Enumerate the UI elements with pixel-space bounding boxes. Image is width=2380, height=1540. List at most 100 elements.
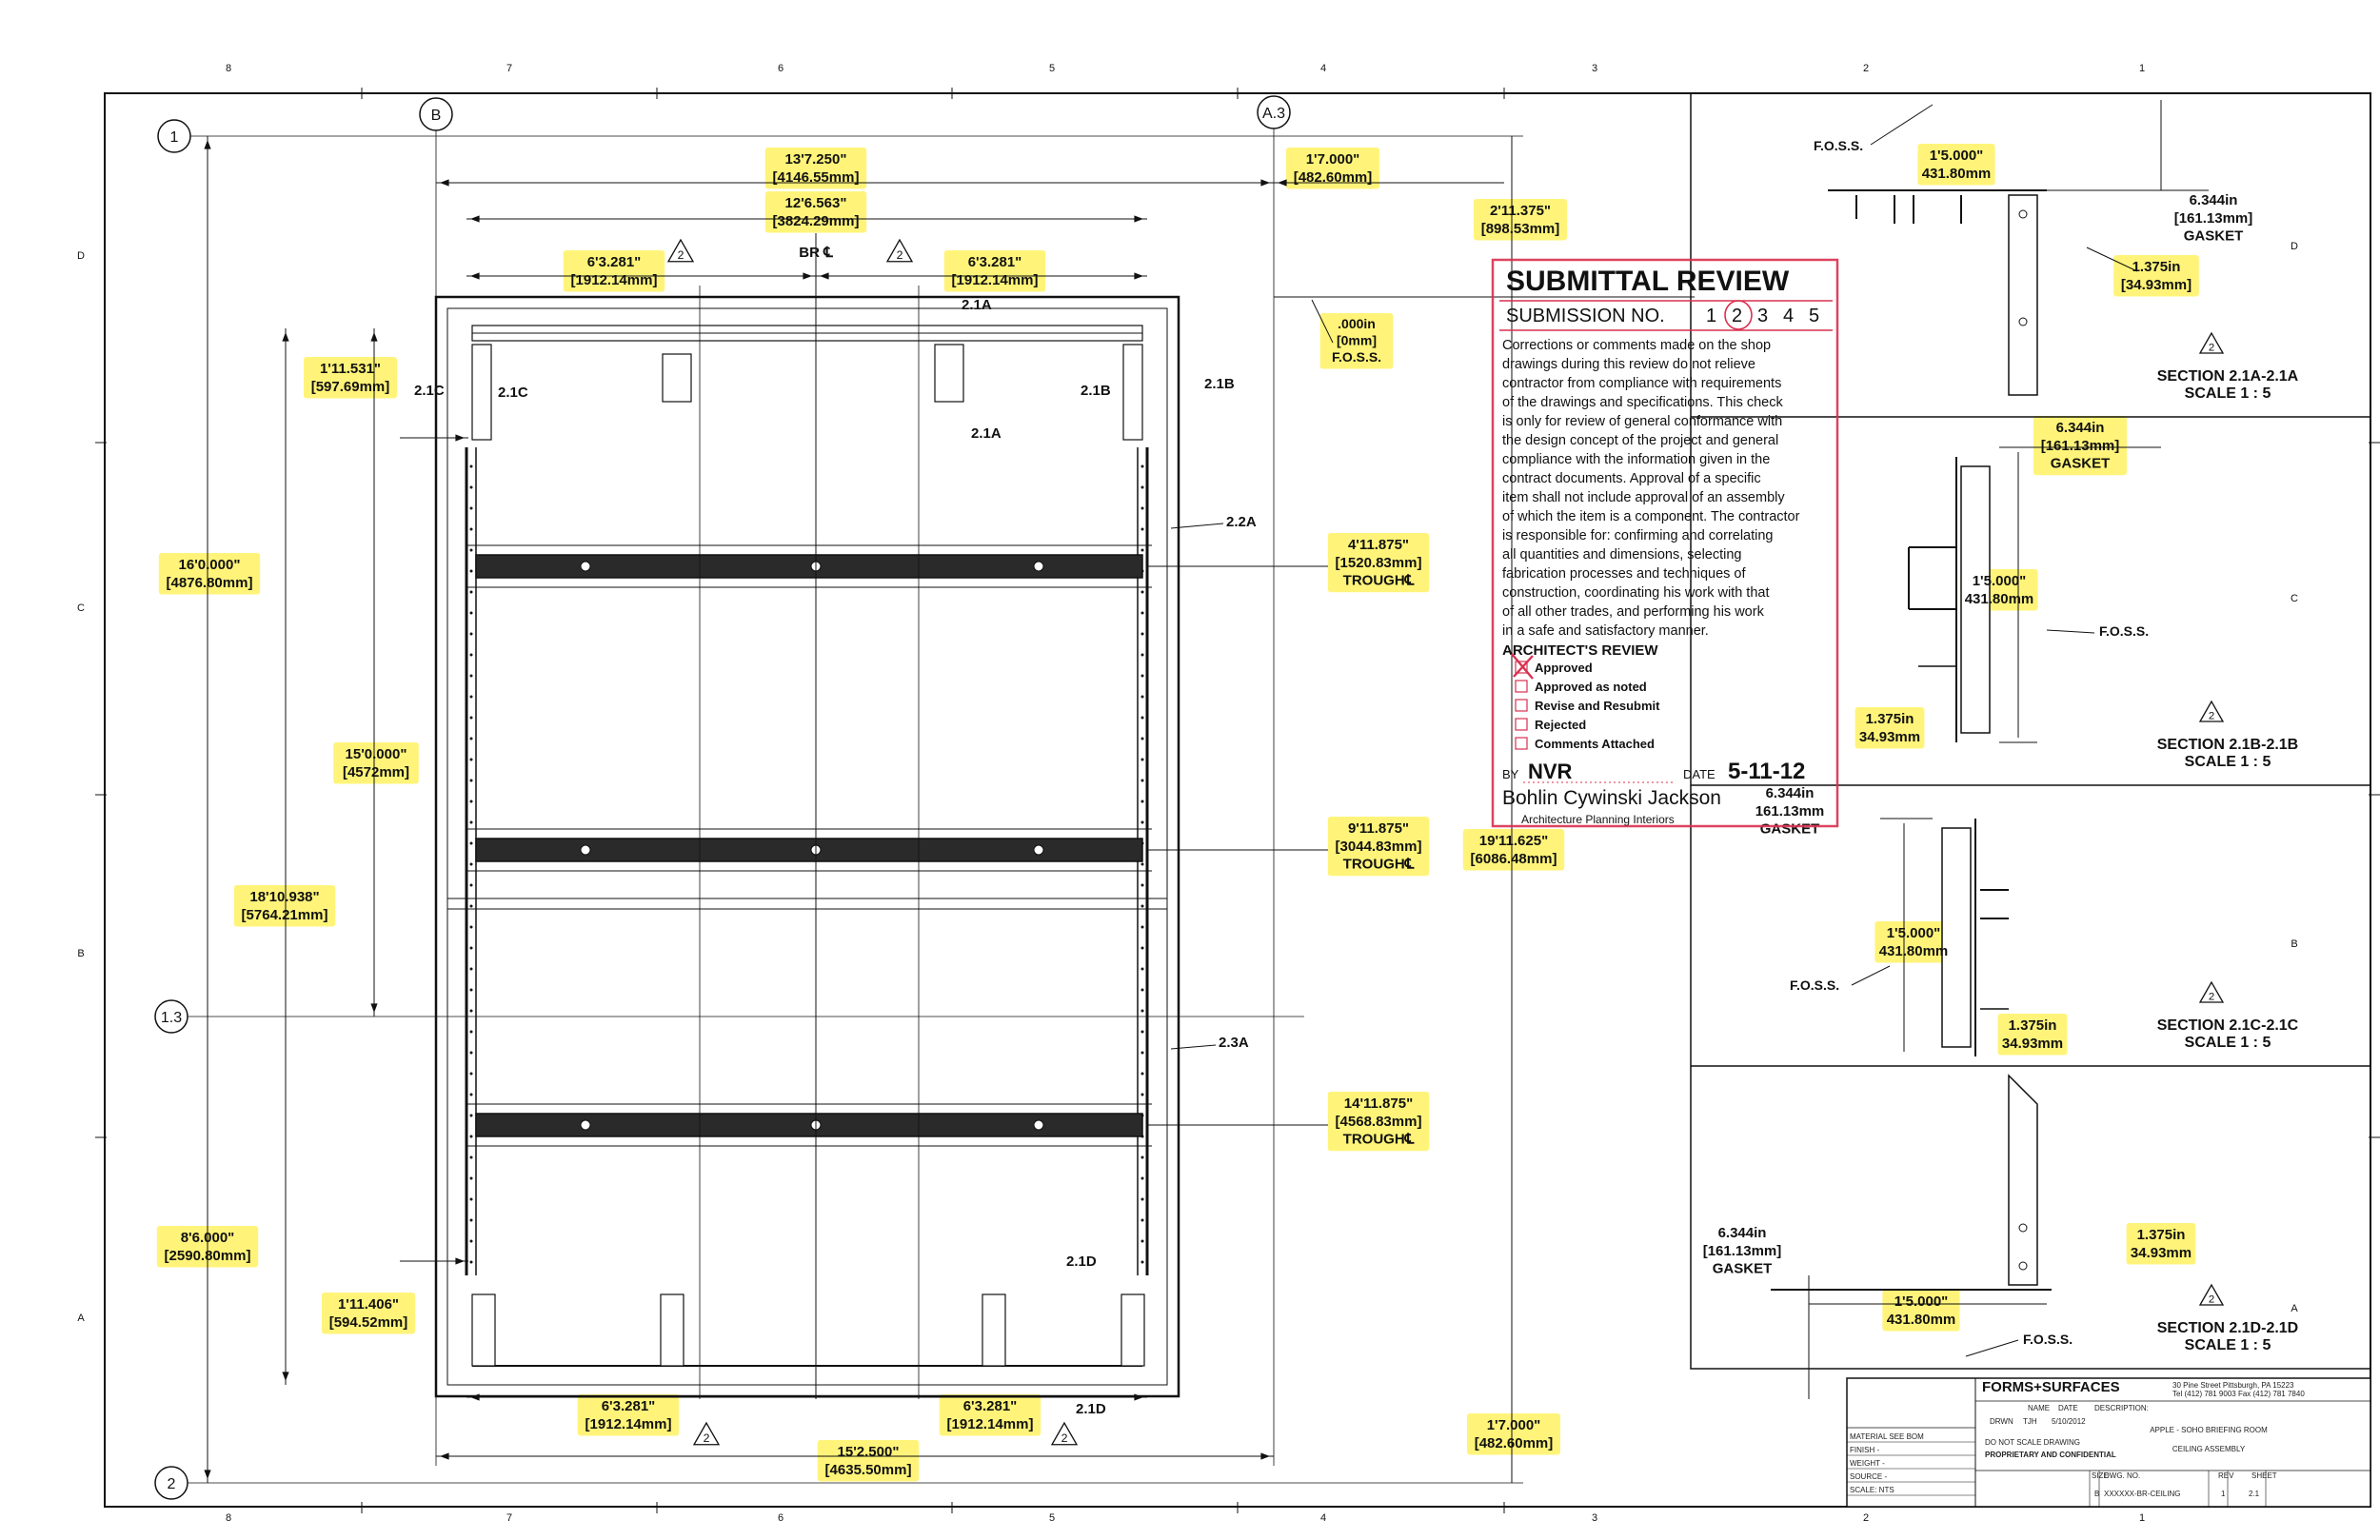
stamp-by-label: BY xyxy=(1502,767,1519,781)
grid-number-bottom: 8 xyxy=(226,1512,231,1524)
dim-right-top-height-line: [898.53mm] xyxy=(1481,221,1560,237)
rail-rivet xyxy=(1140,904,1144,908)
grid-number-top: 6 xyxy=(778,63,783,74)
stamp-submission-label: SUBMISSION NO. xyxy=(1506,306,1665,326)
sec4-bolt xyxy=(2018,1261,2028,1271)
tb-left-row: WEIGHT - xyxy=(1850,1459,1885,1468)
dim-right-top-height-line: 2'11.375" xyxy=(1490,203,1551,219)
stamp-check-mark xyxy=(1511,653,1534,680)
trough-1-fastener xyxy=(580,561,591,572)
grid-number-top: 8 xyxy=(226,63,231,74)
rail-rivet xyxy=(469,1218,473,1222)
stamp-option: Revise and Resubmit xyxy=(1535,699,1660,713)
dim-left-1-11-line: 1'11.531" xyxy=(320,361,381,377)
arrowhead xyxy=(803,272,812,280)
dim-bottom-overall-label-highlight xyxy=(817,1440,920,1482)
sec2-dim-1-line: 1'5.000" xyxy=(1973,573,2027,589)
rail-rivet xyxy=(469,1155,473,1159)
rail-rivet xyxy=(1140,925,1144,929)
revision-triangle-top-right xyxy=(885,238,914,263)
grid-number-bottom: 4 xyxy=(1320,1512,1326,1524)
stamp-circled-number xyxy=(1724,300,1753,330)
title-block xyxy=(1846,1377,2371,1508)
grid-number-bottom: 3 xyxy=(1592,1512,1597,1524)
arrowhead xyxy=(282,332,289,342)
rail-rivet xyxy=(1140,1072,1144,1076)
sec2-dim-3-line: 34.93mm xyxy=(1859,729,1920,745)
tb-phone: Tel (412) 781 9003 Fax (412) 781 7840 xyxy=(2172,1390,2305,1398)
sec4-dim-3-highlight xyxy=(2126,1223,2196,1265)
callout-2-1d-top: 2.1D xyxy=(1066,1254,1097,1270)
dim-left-18-line: 18'10.938" xyxy=(249,889,319,905)
section-4-revision-triangle xyxy=(2198,1283,2225,1306)
dim-bottom-right-half-line: [1912.14mm] xyxy=(947,1416,1034,1432)
revision-triangle-top-left xyxy=(666,238,695,263)
sec3-foss-leader xyxy=(1851,965,1891,986)
stamp-body-line: Corrections or comments made on the shop xyxy=(1502,338,1771,353)
rail-rivet xyxy=(1140,1093,1144,1096)
sec2-dim-2-line: GASKET xyxy=(2051,456,2111,472)
arrowhead xyxy=(455,434,465,442)
stamp-option: Comments Attached xyxy=(1535,737,1655,751)
stamp-submission-number: 2 xyxy=(1732,306,1742,326)
dim-bottom-right-offset-highlight xyxy=(1467,1413,1560,1455)
section-4-revision-triangle-label: 2 xyxy=(2209,1294,2214,1306)
trough-3-dim-label-highlight xyxy=(1327,1092,1430,1152)
grid-bubble-2-label: 2 xyxy=(168,1476,176,1492)
arrowhead xyxy=(1134,215,1143,223)
section-3-revision-triangle-label: 2 xyxy=(2209,992,2214,1003)
rail-rivet xyxy=(1140,1030,1144,1034)
stamp-body-line: contract documents. Approval of a specif… xyxy=(1502,471,1761,486)
section-1-revision-triangle-label: 2 xyxy=(2209,343,2214,354)
sec2-foss: F.O.S.S. xyxy=(2099,623,2149,639)
rail-rivet xyxy=(469,841,473,845)
tb-left-row: SOURCE - xyxy=(1850,1472,1887,1481)
sec2-foss-leader xyxy=(2046,629,2095,634)
arrowhead xyxy=(470,1393,480,1401)
dim-left-8-line: 8'6.000" xyxy=(181,1230,235,1246)
stamp-body-line: drawings during this review do not relie… xyxy=(1502,357,1755,372)
dim-right-19-line: [6086.48mm] xyxy=(1471,851,1557,867)
arrowhead xyxy=(204,140,211,149)
rail-rivet xyxy=(469,946,473,950)
rail-rivet xyxy=(1140,590,1144,594)
stamp-checkbox xyxy=(1515,737,1528,750)
sec4-dim-2-line: [161.13mm] xyxy=(1703,1243,1782,1259)
callout-2-1a-bottom: 2.1A xyxy=(971,425,1002,442)
rail-rivet xyxy=(1140,1239,1144,1243)
rail-rivet xyxy=(1140,1218,1144,1222)
sec1-bolt xyxy=(2018,209,2028,219)
trough-3-dim-label-line: [4568.83mm] xyxy=(1336,1114,1422,1130)
dim-top-overall-label-highlight xyxy=(764,148,867,189)
rail-rivet xyxy=(469,1114,473,1117)
rail-rivet xyxy=(469,632,473,636)
stamp-date-value: 5-11-12 xyxy=(1728,759,1805,784)
rail-rivet xyxy=(1140,820,1144,824)
dim-top-inner-label-highlight xyxy=(764,191,867,233)
foss-top-label-line: [0mm] xyxy=(1337,333,1377,348)
rail-rivet xyxy=(1140,632,1144,636)
rail-rivet xyxy=(469,485,473,489)
rail-rivet xyxy=(1140,800,1144,803)
section-panel-frame xyxy=(1690,92,2371,1370)
dim-bottom-overall-label-line: [4635.50mm] xyxy=(825,1462,912,1478)
rail-rivet xyxy=(469,674,473,678)
grid-number-top: 1 xyxy=(2139,63,2145,74)
highlight-layer xyxy=(156,144,2271,1502)
dim-left-15-line: [4572mm] xyxy=(343,764,409,780)
arrowhead xyxy=(1134,272,1143,280)
callout-2-1a-top: 2.1A xyxy=(962,297,992,313)
dim-top-overall-label-line: [4146.55mm] xyxy=(773,169,860,186)
dim-left-16-highlight xyxy=(158,553,261,595)
bottom-bracket xyxy=(982,1293,1006,1367)
sec4-dim-2-line: GASKET xyxy=(1713,1261,1773,1277)
dim-top-right-half-line: [1912.14mm] xyxy=(952,272,1039,288)
dim-top-left-half-highlight xyxy=(563,250,665,292)
dim-left-18-highlight xyxy=(233,885,336,927)
stamp-title: SUBMITTAL REVIEW xyxy=(1506,266,1790,297)
sec3-dim-2-line: GASKET xyxy=(1760,821,1820,838)
upper-panel-frame xyxy=(446,307,1168,899)
stamp-firm: Bohlin Cywinski Jackson xyxy=(1502,787,1721,809)
sec1-dim-3-highlight xyxy=(2113,255,2199,297)
